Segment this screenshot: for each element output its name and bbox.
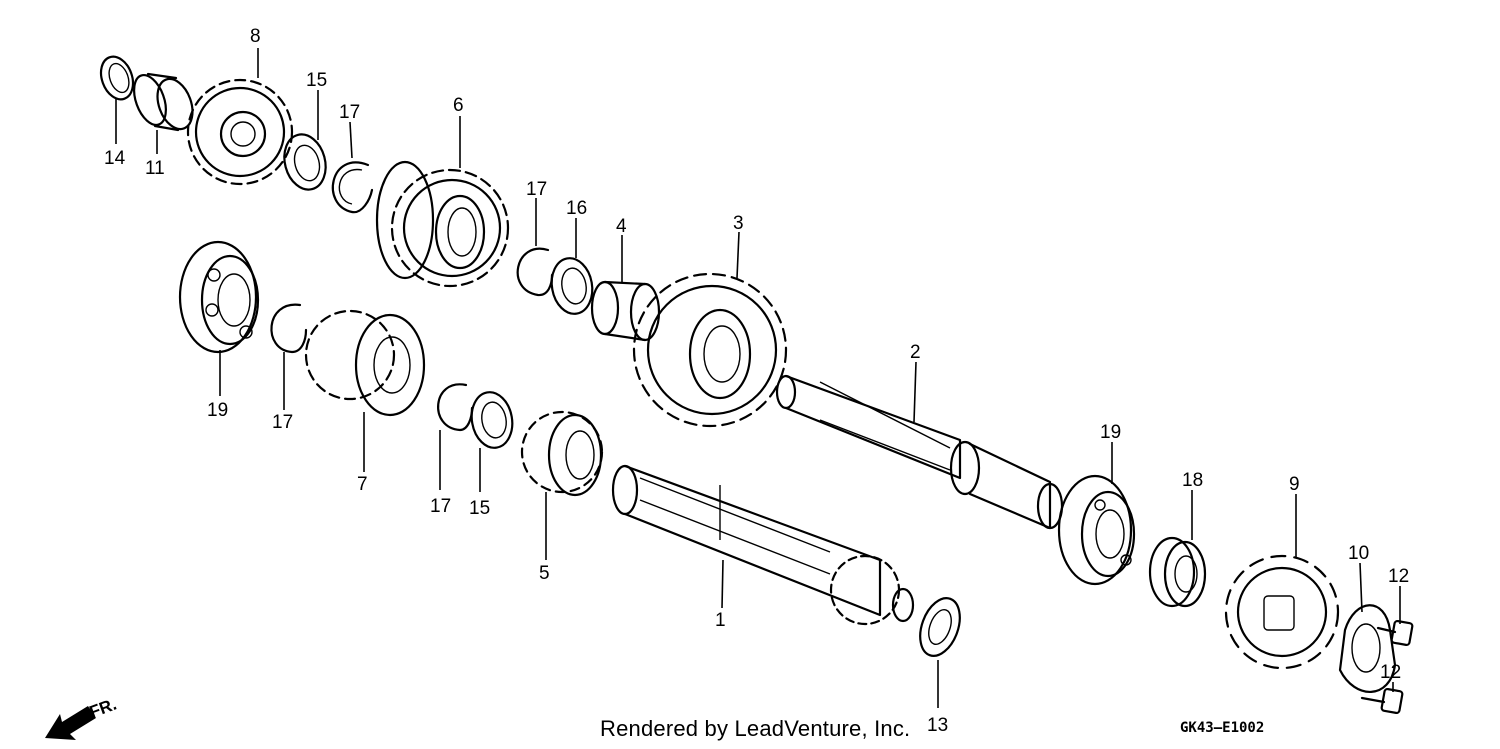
part-18-oil-seal [1148,536,1207,608]
part-5-small-gear [520,410,604,497]
callout-19: 19 [207,400,228,421]
part-8-gear [186,78,294,186]
part-9-sprocket [1224,554,1340,670]
part-15-splined-washer-upper [283,133,327,191]
part-7-gear [304,309,426,417]
part-11-bushing [133,72,194,132]
part-6-gear [375,160,510,288]
callout-10: 10 [1348,543,1369,564]
leader-lines [115,48,1401,708]
callout-7: 7 [357,474,368,495]
part-17-circlip-middle [516,247,554,297]
render-credit: Rendered by LeadVenture, Inc. [600,716,911,741]
part-2-countershaft [775,374,1064,530]
part-12-bolt-upper [1376,619,1414,647]
part-17-circlip-lower-middle [437,383,474,432]
part-15-splined-washer-lower [470,391,514,449]
callout-16: 16 [566,198,587,219]
part-4-bushing [590,280,661,342]
callout-19: 19 [1100,422,1121,443]
callout-5: 5 [539,563,550,584]
part-1-mainshaft [611,464,915,626]
callout-4: 4 [616,216,627,237]
part-13-washer [919,597,961,657]
callout-17: 17 [526,179,547,200]
callout-6: 6 [453,95,464,116]
part-17-circlip-upper [331,161,374,214]
callout-15: 15 [469,498,490,519]
front-direction-label: FR. [87,695,119,722]
front-direction-arrow-icon [45,706,96,740]
callout-8: 8 [250,26,261,47]
callout-14: 14 [104,148,126,169]
callout-17: 17 [339,102,360,123]
part-10-fixing-plate [1338,604,1397,693]
callout-18: 18 [1182,470,1203,491]
part-12-bolt-lower [1360,687,1404,715]
callout-12: 12 [1380,662,1401,683]
part-14-washer [99,55,135,101]
callout-11: 11 [145,158,165,179]
callout-3: 3 [733,213,744,234]
part-19-bearing-left [178,240,260,354]
part-19-bearing-right [1057,474,1136,586]
callout-labels: 8 15 17 14 11 6 17 16 4 3 19 17 7 17 15 … [104,26,1409,736]
part-3-large-gear [632,272,788,428]
callout-12: 12 [1388,566,1409,587]
callout-17: 17 [272,412,293,433]
callout-17: 17 [430,496,451,517]
part-17-circlip-lower-left [270,303,308,354]
callout-2: 2 [910,342,921,363]
callout-13: 13 [927,715,948,736]
diagram-code: GK43–E1002 [1180,720,1265,736]
part-16-splined-washer [550,257,594,315]
callout-9: 9 [1289,474,1300,495]
callout-1: 1 [715,610,726,631]
callout-15: 15 [306,70,327,91]
